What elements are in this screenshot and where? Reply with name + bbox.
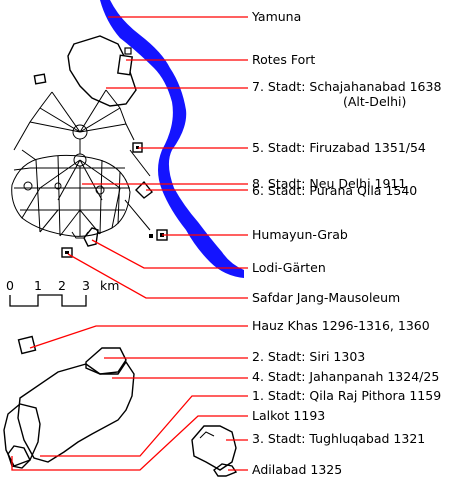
scale-tick-1: 1 [34, 278, 42, 293]
scale-tick-3: 3 [82, 278, 90, 293]
label-lalkot: Lalkot 1193 [252, 408, 326, 423]
label-firuzabad: 5. Stadt: Firuzabad 1351/54 [252, 140, 426, 155]
label-purana-qila: 6. Stadt: Purana Qila 1540 [252, 183, 418, 198]
label-jahanpanah: 4. Stadt: Jahanpanah 1324/25 [252, 369, 440, 384]
label-shahjahanabad: 7. Stadt: Schajahanabad 1638 [252, 79, 442, 94]
hauz-khas-marker [17, 335, 37, 355]
label-lodi: Lodi-Gärten [252, 260, 326, 275]
scale-bar [9, 294, 87, 307]
adilabad-outline [213, 463, 238, 477]
tughluqabad-outline [191, 425, 237, 471]
scale-unit: km [100, 278, 120, 293]
yamuna-river [100, 0, 244, 278]
label-shahjahanabad-sub: (Alt-Delhi) [343, 94, 407, 109]
label-adilabad: Adilabad 1325 [252, 462, 343, 477]
label-hauz-khas: Hauz Khas 1296-1316, 1360 [252, 318, 430, 333]
leader-lines [11, 16, 248, 471]
scale-tick-2: 2 [58, 278, 66, 293]
small-block-west [33, 73, 47, 85]
siri-outline [85, 347, 127, 375]
purana-qila-outline [135, 180, 153, 199]
new-delhi-streets [11, 89, 151, 239]
label-tughluqabad: 3. Stadt: Tughluqabad 1321 [252, 431, 426, 446]
scale-tick-0: 0 [6, 278, 14, 293]
label-yamuna: Yamuna [252, 9, 302, 24]
label-qila-rai-pithora: 1. Stadt: Qila Raj Pithora 1159 [252, 388, 442, 403]
label-rotes-fort: Rotes Fort [252, 52, 316, 67]
label-humayun: Humayun-Grab [252, 227, 348, 242]
red-fort-marker [117, 54, 133, 76]
lodi-gardens-outline [83, 227, 99, 247]
label-siri: 2. Stadt: Siri 1303 [252, 349, 366, 364]
label-neu-delhi: 8. Stadt: Neu Delhi 1911 [252, 176, 407, 191]
label-safdar-jang: Safdar Jang-Mausoleum [252, 290, 401, 305]
qila-rai-pithora-outline [3, 403, 41, 467]
shahjahanabad-outline [67, 35, 137, 107]
